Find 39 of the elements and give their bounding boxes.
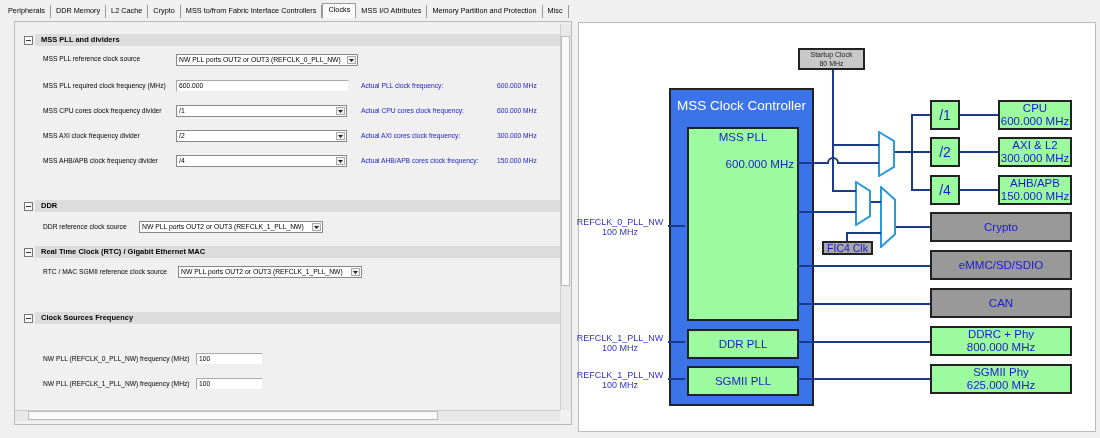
connector-line xyxy=(667,378,686,380)
connector-line xyxy=(959,114,999,116)
clock-block: AHB/APB 150.000 MHz xyxy=(998,175,1072,205)
connector-line xyxy=(870,201,882,203)
divider-block: /4 xyxy=(930,175,960,205)
connector-line xyxy=(667,225,686,227)
connector-line xyxy=(895,226,931,228)
connector-line xyxy=(796,157,880,164)
clock-block: SGMII PLL xyxy=(687,366,799,396)
clock-block: SGMII Phy 625.000 MHz xyxy=(930,364,1072,394)
peripheral-block: CAN xyxy=(930,288,1072,318)
clock-source-box: FIC4 Clk xyxy=(822,241,873,255)
peripheral-block: Crypto xyxy=(930,212,1072,242)
connector-line xyxy=(959,189,999,191)
clock-block: AXI & L2 300.000 MHz xyxy=(998,137,1072,167)
controller-block xyxy=(669,88,814,406)
connector-line xyxy=(796,303,931,305)
connector-line xyxy=(894,151,931,191)
connector-line xyxy=(796,378,931,380)
divider-block: /1 xyxy=(930,100,960,130)
connector-line xyxy=(959,151,999,153)
connector-line xyxy=(796,265,931,267)
connector-line xyxy=(796,211,857,213)
pll-block xyxy=(687,127,799,321)
block-title: MSS PLL xyxy=(717,131,769,144)
clock-block: DDR PLL xyxy=(687,329,799,359)
connector-line xyxy=(832,69,857,192)
frequency-label: 600.000 MHz xyxy=(725,158,794,171)
connector-line xyxy=(667,341,686,343)
clock-block: CPU 600.000 MHz xyxy=(998,100,1072,130)
clock-input-label: REFCLK_1_PLL_NW 100 MHz xyxy=(572,368,668,392)
block-title: MSS Clock Controller xyxy=(676,97,806,115)
clock-input-label: REFCLK_1_PLL_NW 100 MHz xyxy=(572,331,668,355)
clock-input-label: REFCLK_0_PLL_NW 100 MHz xyxy=(572,214,668,240)
divider-block: /2 xyxy=(930,137,960,167)
peripheral-block: eMMC/SD/SDIO xyxy=(930,250,1072,280)
clock-block: DDRC + Phy 800.000 MHz xyxy=(930,326,1072,356)
connector-line xyxy=(846,232,882,242)
connector-line xyxy=(796,341,931,343)
